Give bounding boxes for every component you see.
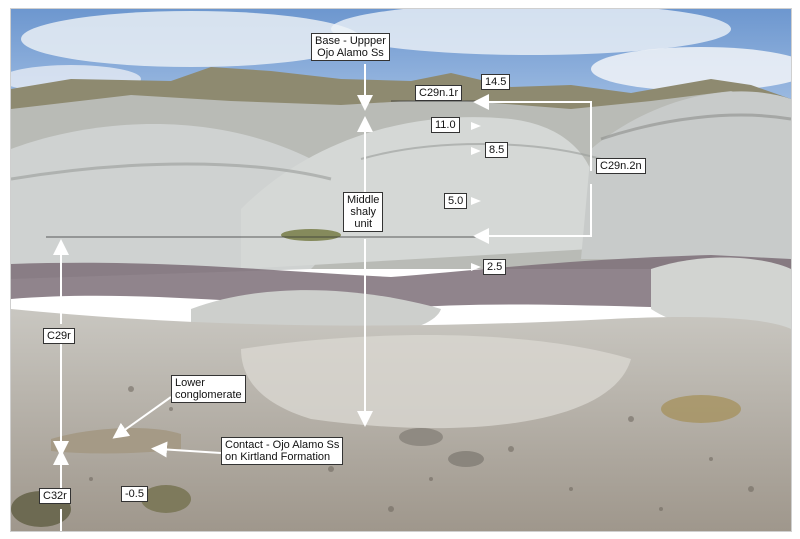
boulder xyxy=(448,451,484,467)
badland-mound-right xyxy=(581,91,791,259)
label-lower-conglomerate: Lower conglomerate xyxy=(171,375,246,403)
label-c29r: C29r xyxy=(43,328,75,344)
cloud xyxy=(21,11,361,67)
level-11-0: 11.0 xyxy=(431,117,460,133)
shrub xyxy=(661,395,741,423)
label-middle-shaly-unit: Middle shaly unit xyxy=(343,192,384,232)
light-wash xyxy=(241,335,631,429)
cloud xyxy=(331,9,731,55)
outcrop-photo: Base - Uppper Ojo Alamo Ss C29n.1r C29n.… xyxy=(10,8,792,532)
level-8-5: 8.5 xyxy=(485,142,509,158)
badlands-scene xyxy=(11,9,791,531)
label-c32r: C32r xyxy=(39,488,71,504)
label-contact: Contact - Ojo Alamo Ss on Kirtland Forma… xyxy=(221,437,344,465)
cloud xyxy=(591,47,791,91)
level-5-0: 5.0 xyxy=(444,193,468,209)
level-minus-0-5: -0.5 xyxy=(121,486,148,502)
shrub xyxy=(141,485,191,513)
label-base-upper-ojo-alamo: Base - Uppper Ojo Alamo Ss xyxy=(311,33,390,61)
strata-band xyxy=(11,162,332,181)
strata-band xyxy=(600,113,791,141)
shrub xyxy=(281,229,341,241)
label-c29n2n: C29n.2n xyxy=(596,158,646,174)
boulder xyxy=(399,428,443,446)
grey-bench-right xyxy=(651,257,791,333)
level-2-5: 2.5 xyxy=(483,259,507,275)
level-14-5: 14.5 xyxy=(481,74,511,90)
label-c29n1r: C29n.1r xyxy=(415,85,463,101)
purple-band xyxy=(11,255,791,309)
